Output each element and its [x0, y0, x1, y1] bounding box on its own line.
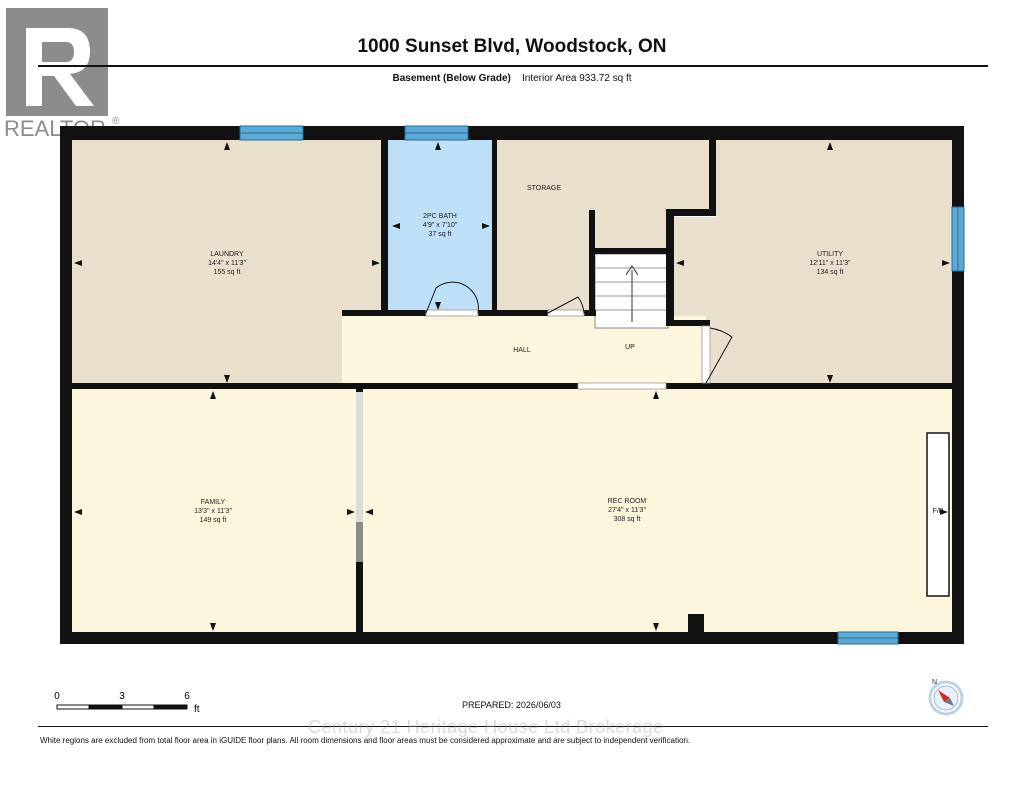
level-name: Basement (Below Grade)	[392, 73, 511, 84]
page-title: 1000 Sunset Blvd, Woodstock, ON	[357, 36, 667, 57]
realtor-logo-registered: ®	[112, 116, 120, 127]
header-divider	[38, 65, 988, 67]
room-rec-area	[362, 389, 952, 632]
scale-tick-6: 6	[184, 691, 190, 702]
disclaimer-text: White regions are excluded from total fl…	[40, 736, 691, 745]
utility-area: 134 sq ft	[817, 269, 844, 276]
scale-tick-0: 0	[54, 691, 60, 702]
level-subtitle: Basement (Below Grade) Interior Area 933…	[0, 73, 1024, 84]
storage-door-swing-icon	[547, 296, 585, 314]
bath-dims: 4'9" x 7'10"	[423, 222, 458, 229]
bath-name: 2PC BATH	[423, 213, 457, 220]
storage-name: STORAGE	[527, 185, 561, 192]
dimension-arrows	[74, 142, 950, 631]
scale-bar: 0 3 6 ft	[54, 691, 200, 715]
utility-dims: 12'11" x 11'3"	[809, 260, 851, 267]
hall-name: HALL	[513, 347, 531, 354]
family-area: 149 sq ft	[200, 517, 227, 524]
bath-door-swing-icon	[425, 281, 479, 314]
fireplace-label: F/P	[933, 508, 944, 515]
family-name: FAMILY	[201, 499, 226, 506]
bath-area: 37 sq ft	[429, 231, 452, 238]
windows	[239, 125, 965, 645]
room-utility-area	[670, 140, 952, 385]
compass-icon: N	[928, 679, 964, 716]
openings	[356, 281, 733, 562]
compass-north-label: N	[932, 679, 937, 686]
laundry-name: LAUNDRY	[210, 251, 244, 258]
brokerage-watermark: Century 21 Heritage House Ltd Brokerage	[308, 717, 664, 737]
rec-dims: 27'4" x 11'3"	[608, 507, 646, 514]
rec-area: 308 sq ft	[614, 516, 641, 523]
scale-unit: ft	[194, 704, 200, 715]
prepared-date: PREPARED: 2026/06/03	[462, 700, 561, 710]
utility-door-swing-icon	[705, 327, 733, 384]
room-bath-area	[388, 140, 492, 312]
interior-area: Interior Area 933.72 sq ft	[521, 73, 632, 84]
laundry-area: 155 sq ft	[214, 269, 241, 276]
stairs	[594, 253, 669, 329]
scale-tick-3: 3	[119, 691, 125, 702]
realtor-logo-mark-icon: REALTOR ®	[4, 8, 120, 141]
laundry-dims: 14'4" x 11'3"	[208, 260, 246, 267]
utility-name: UTILITY	[817, 251, 843, 258]
family-dims: 13'3" x 11'3"	[194, 508, 232, 515]
room-laundry-area	[70, 140, 384, 385]
floor-plan: LAUNDRY 14'4" x 11'3" 155 sq ft 2PC BATH…	[60, 125, 965, 645]
stairs-label: UP	[625, 344, 635, 351]
footer-divider	[38, 726, 988, 727]
realtor-logo: REALTOR ®	[4, 6, 124, 147]
stairs-arrow-icon	[625, 265, 639, 276]
fireplace	[926, 432, 950, 597]
rec-name: REC ROOM	[608, 498, 647, 505]
room-family-area	[70, 389, 358, 632]
